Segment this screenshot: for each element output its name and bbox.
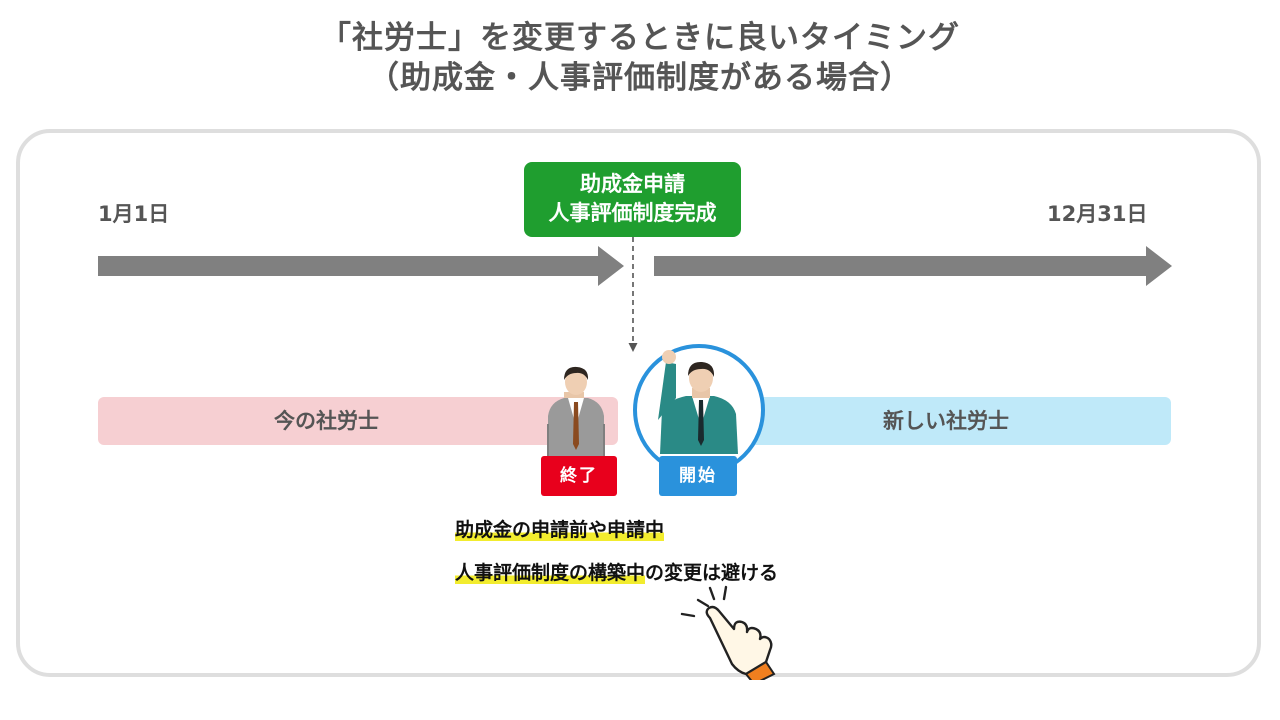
- note-line-1: 助成金の申請前や申請中: [455, 515, 665, 542]
- person-gray-suit-icon: [547, 366, 605, 458]
- pointing-hand-icon: [680, 585, 776, 680]
- note-line-2-highlight: 人事評価制度の構築中: [455, 562, 646, 584]
- milestone-line-1: 助成金申請: [580, 172, 685, 196]
- timeline-arrow-right: [654, 246, 1172, 286]
- current-sharoushi-bar: 今の社労士: [98, 397, 618, 445]
- current-sharoushi-label: 今の社労士: [274, 409, 379, 433]
- note-line-2: 人事評価制度の構築中の変更は避ける: [455, 558, 778, 585]
- person-teal-suit-raising-hand-icon: [658, 350, 738, 454]
- end-date-label: 12月31日: [1047, 202, 1148, 226]
- title-line-1: 「社労士」を変更するときに良いタイミング: [320, 20, 960, 56]
- timeline-arrow-left: [98, 246, 624, 286]
- diagram-panel: [16, 129, 1261, 677]
- title-line-2: （助成金・人事評価制度がある場合）: [368, 60, 912, 96]
- milestone-line-2: 人事評価制度完成: [548, 201, 717, 225]
- end-badge: 終了: [541, 456, 617, 496]
- milestone-dashed-connector: [628, 237, 638, 352]
- start-date-label: 1月1日: [98, 202, 170, 226]
- start-badge: 開始: [659, 456, 737, 496]
- note-line-1-highlight: 助成金の申請前や申請中: [455, 519, 665, 541]
- new-sharoushi-label: 新しい社労士: [883, 409, 1009, 433]
- new-sharoushi-bar: 新しい社労士: [690, 397, 1171, 445]
- milestone-box: 助成金申請 人事評価制度完成: [524, 162, 741, 237]
- page-title: 「社労士」を変更するときに良いタイミング （助成金・人事評価制度がある場合）: [0, 18, 1280, 98]
- note-line-2-rest: の変更は避ける: [645, 562, 779, 584]
